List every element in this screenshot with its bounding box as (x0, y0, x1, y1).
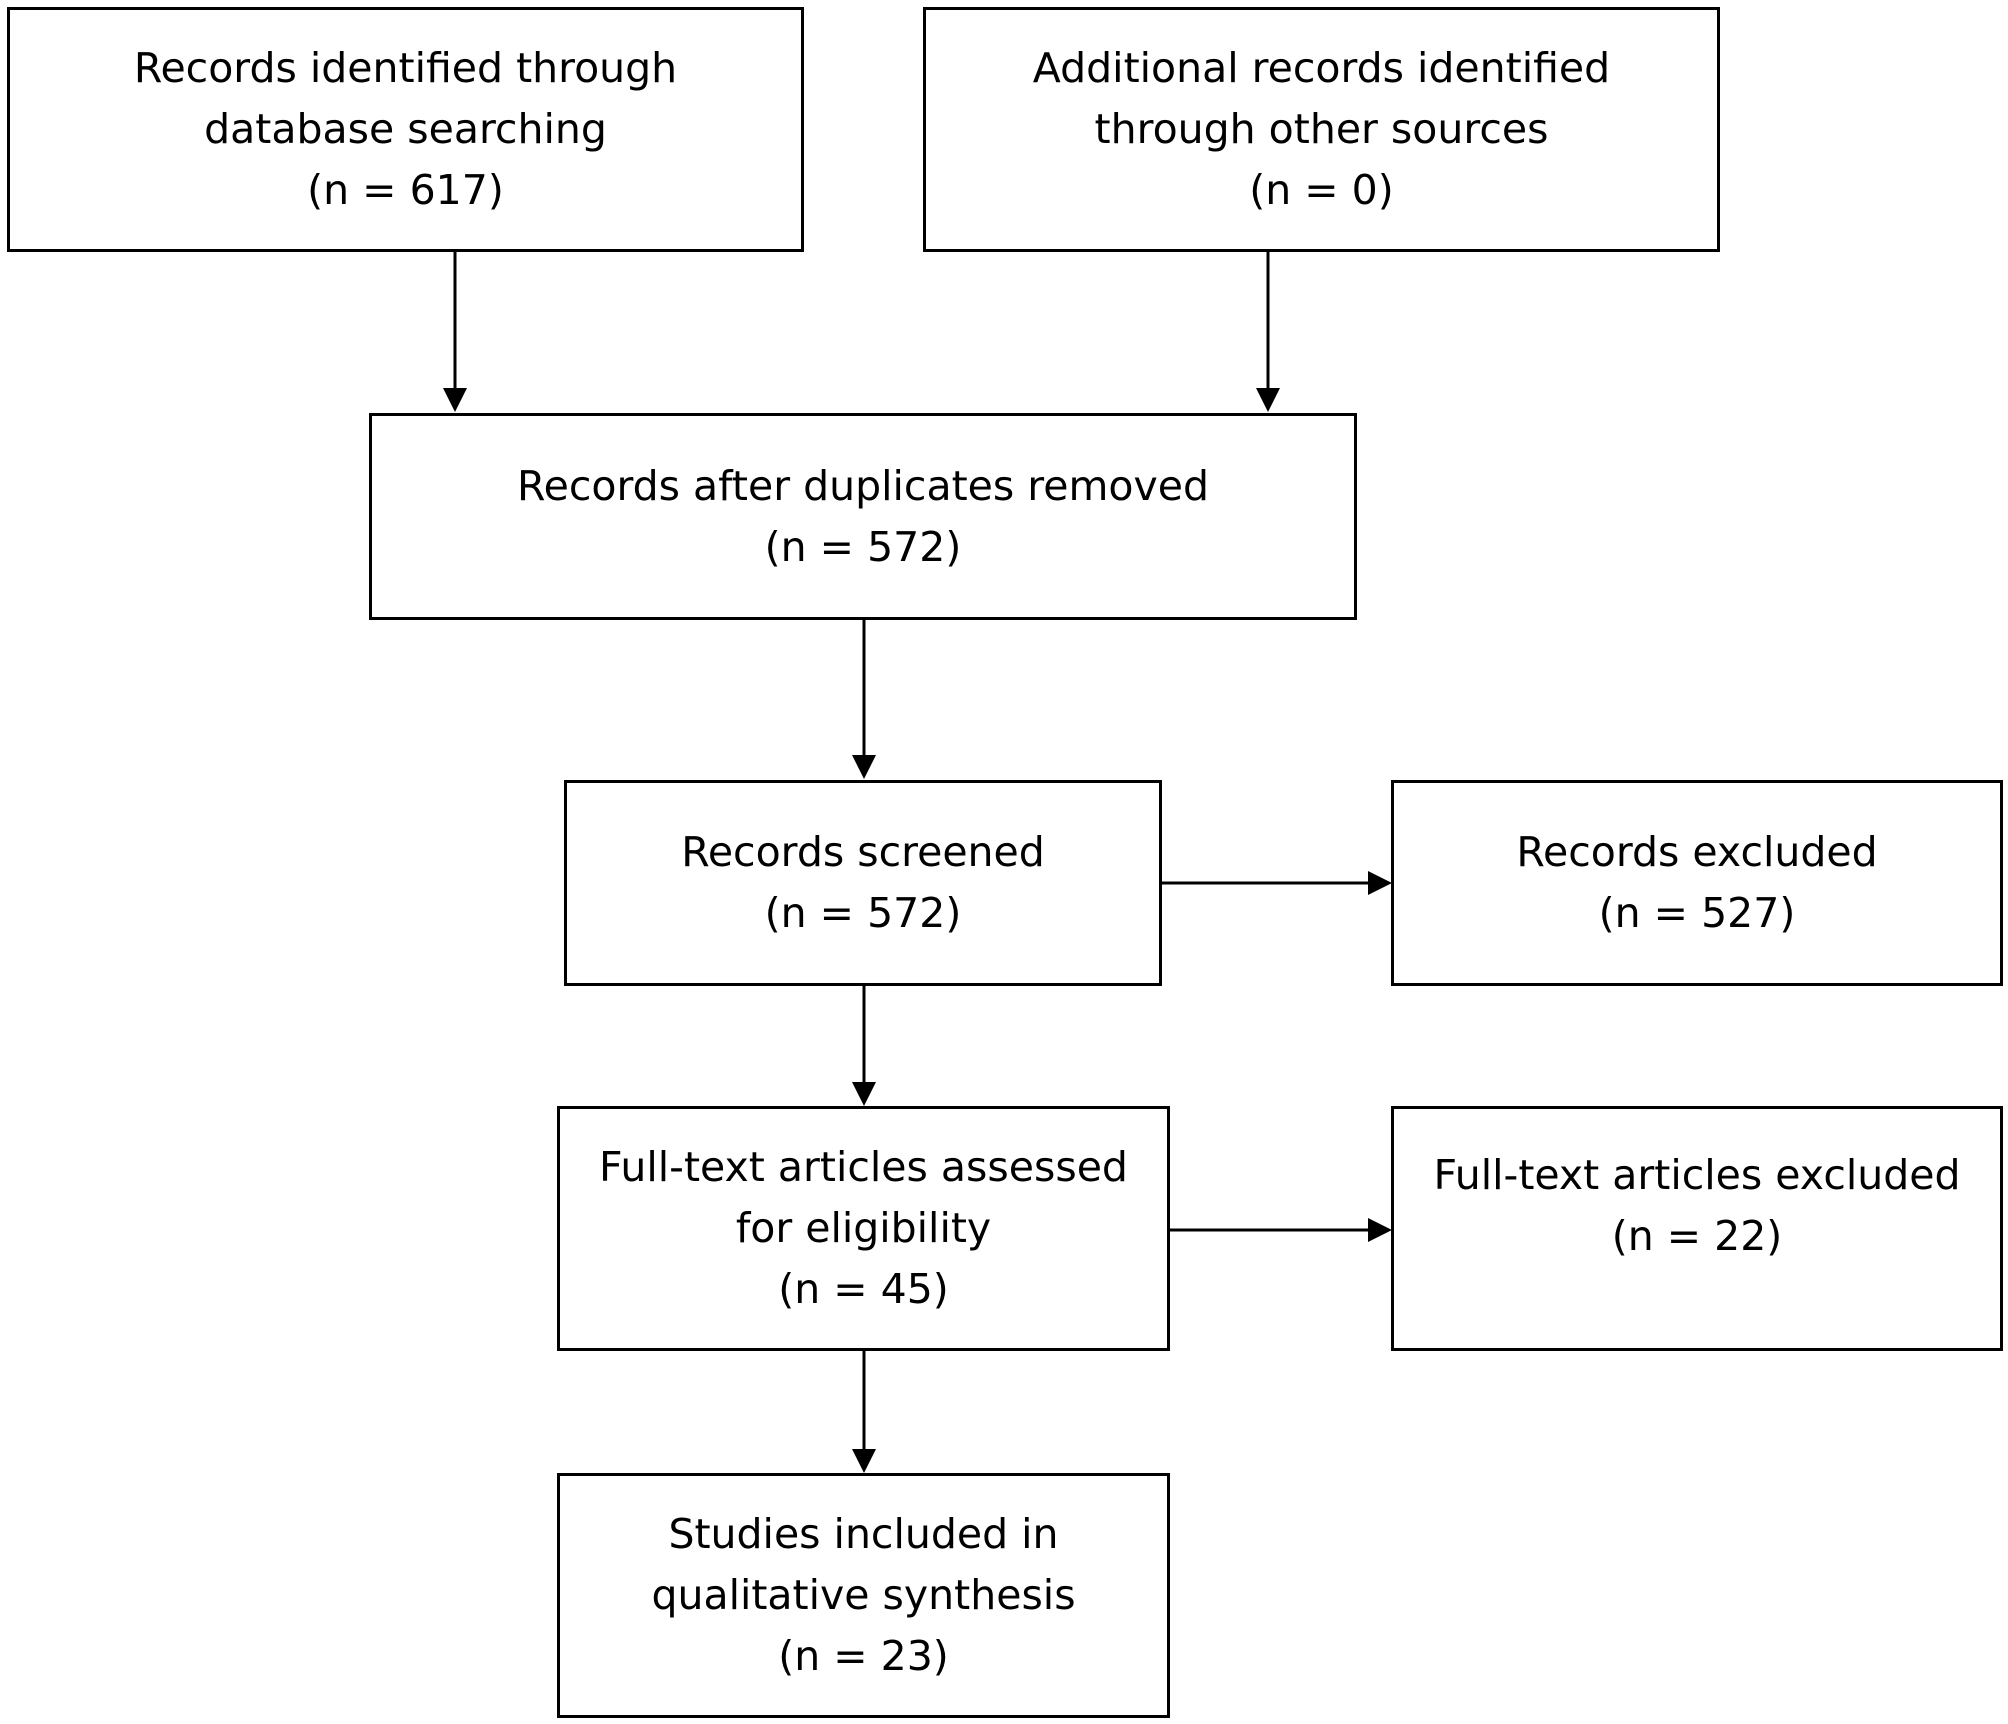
box-records-identified-other: Additional records identified through ot… (923, 7, 1720, 252)
box-fulltext-excluded: Full-text articles excluded (n = 22) (1391, 1106, 2003, 1351)
box-text-line: Records excluded (1516, 828, 1878, 876)
box-count: (n = 0) (1249, 166, 1394, 214)
box-studies-included: Studies included in qualitative synthesi… (557, 1473, 1170, 1718)
box-records-screened: Records screened (n = 572) (564, 780, 1162, 986)
edge-after-duplicates-to-screened (852, 619, 876, 779)
box-text-line: Records screened (681, 828, 1045, 876)
box-text-line: Full-text articles assessed (599, 1143, 1128, 1191)
edge-identified-other-to-after-duplicates (1256, 251, 1280, 412)
edge-fulltext-assessed-to-fulltext-excluded (1169, 1218, 1392, 1242)
box-count: (n = 527) (1598, 889, 1796, 937)
box-count: (n = 45) (778, 1265, 949, 1313)
box-fulltext-assessed: Full-text articles assessed for eligibil… (557, 1106, 1170, 1351)
box-records-excluded: Records excluded (n = 527) (1391, 780, 2003, 986)
box-text-line: Records identified through (133, 44, 678, 92)
edge-identified-database-to-after-duplicates (443, 251, 467, 412)
box-records-after-duplicates: Records after duplicates removed (n = 57… (369, 413, 1357, 620)
box-text-line: qualitative synthesis (651, 1571, 1076, 1619)
box-text-line: database searching (204, 105, 607, 153)
box-text-line: for eligibility (735, 1204, 992, 1252)
box-text-line: through other sources (1094, 105, 1549, 153)
box-count: (n = 572) (764, 889, 962, 937)
box-text-line: Studies included in (668, 1510, 1059, 1558)
box-count: (n = 22) (1611, 1212, 1783, 1260)
box-text-line: Additional records identified (1032, 44, 1611, 92)
box-count: (n = 23) (778, 1632, 949, 1680)
box-records-identified-database: Records identified through database sear… (7, 7, 804, 252)
edge-screened-to-excluded (1161, 871, 1392, 895)
edge-fulltext-assessed-to-included (852, 1350, 876, 1473)
edge-screened-to-fulltext-assessed (852, 985, 876, 1106)
box-text-line: Full-text articles excluded (1433, 1151, 1961, 1199)
box-count: (n = 572) (764, 522, 962, 571)
box-text-line: Records after duplicates removed (517, 461, 1209, 510)
box-count: (n = 617) (307, 166, 504, 214)
